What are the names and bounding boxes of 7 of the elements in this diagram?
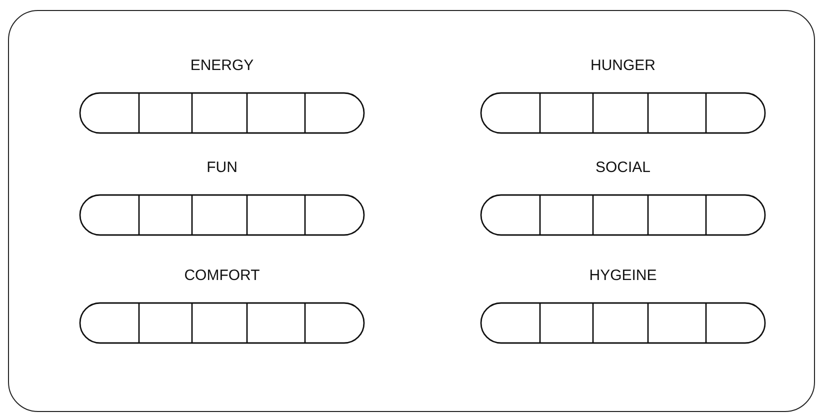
panel-background [8,10,815,412]
meter-label: SOCIAL [595,159,651,177]
meter-label: FUN [206,159,238,177]
meter-label: COMFORT [184,267,260,285]
meter-label: ENERGY [190,57,254,75]
meter-label: HYGEINE [589,267,657,285]
meter-label: HUNGER [590,57,656,75]
